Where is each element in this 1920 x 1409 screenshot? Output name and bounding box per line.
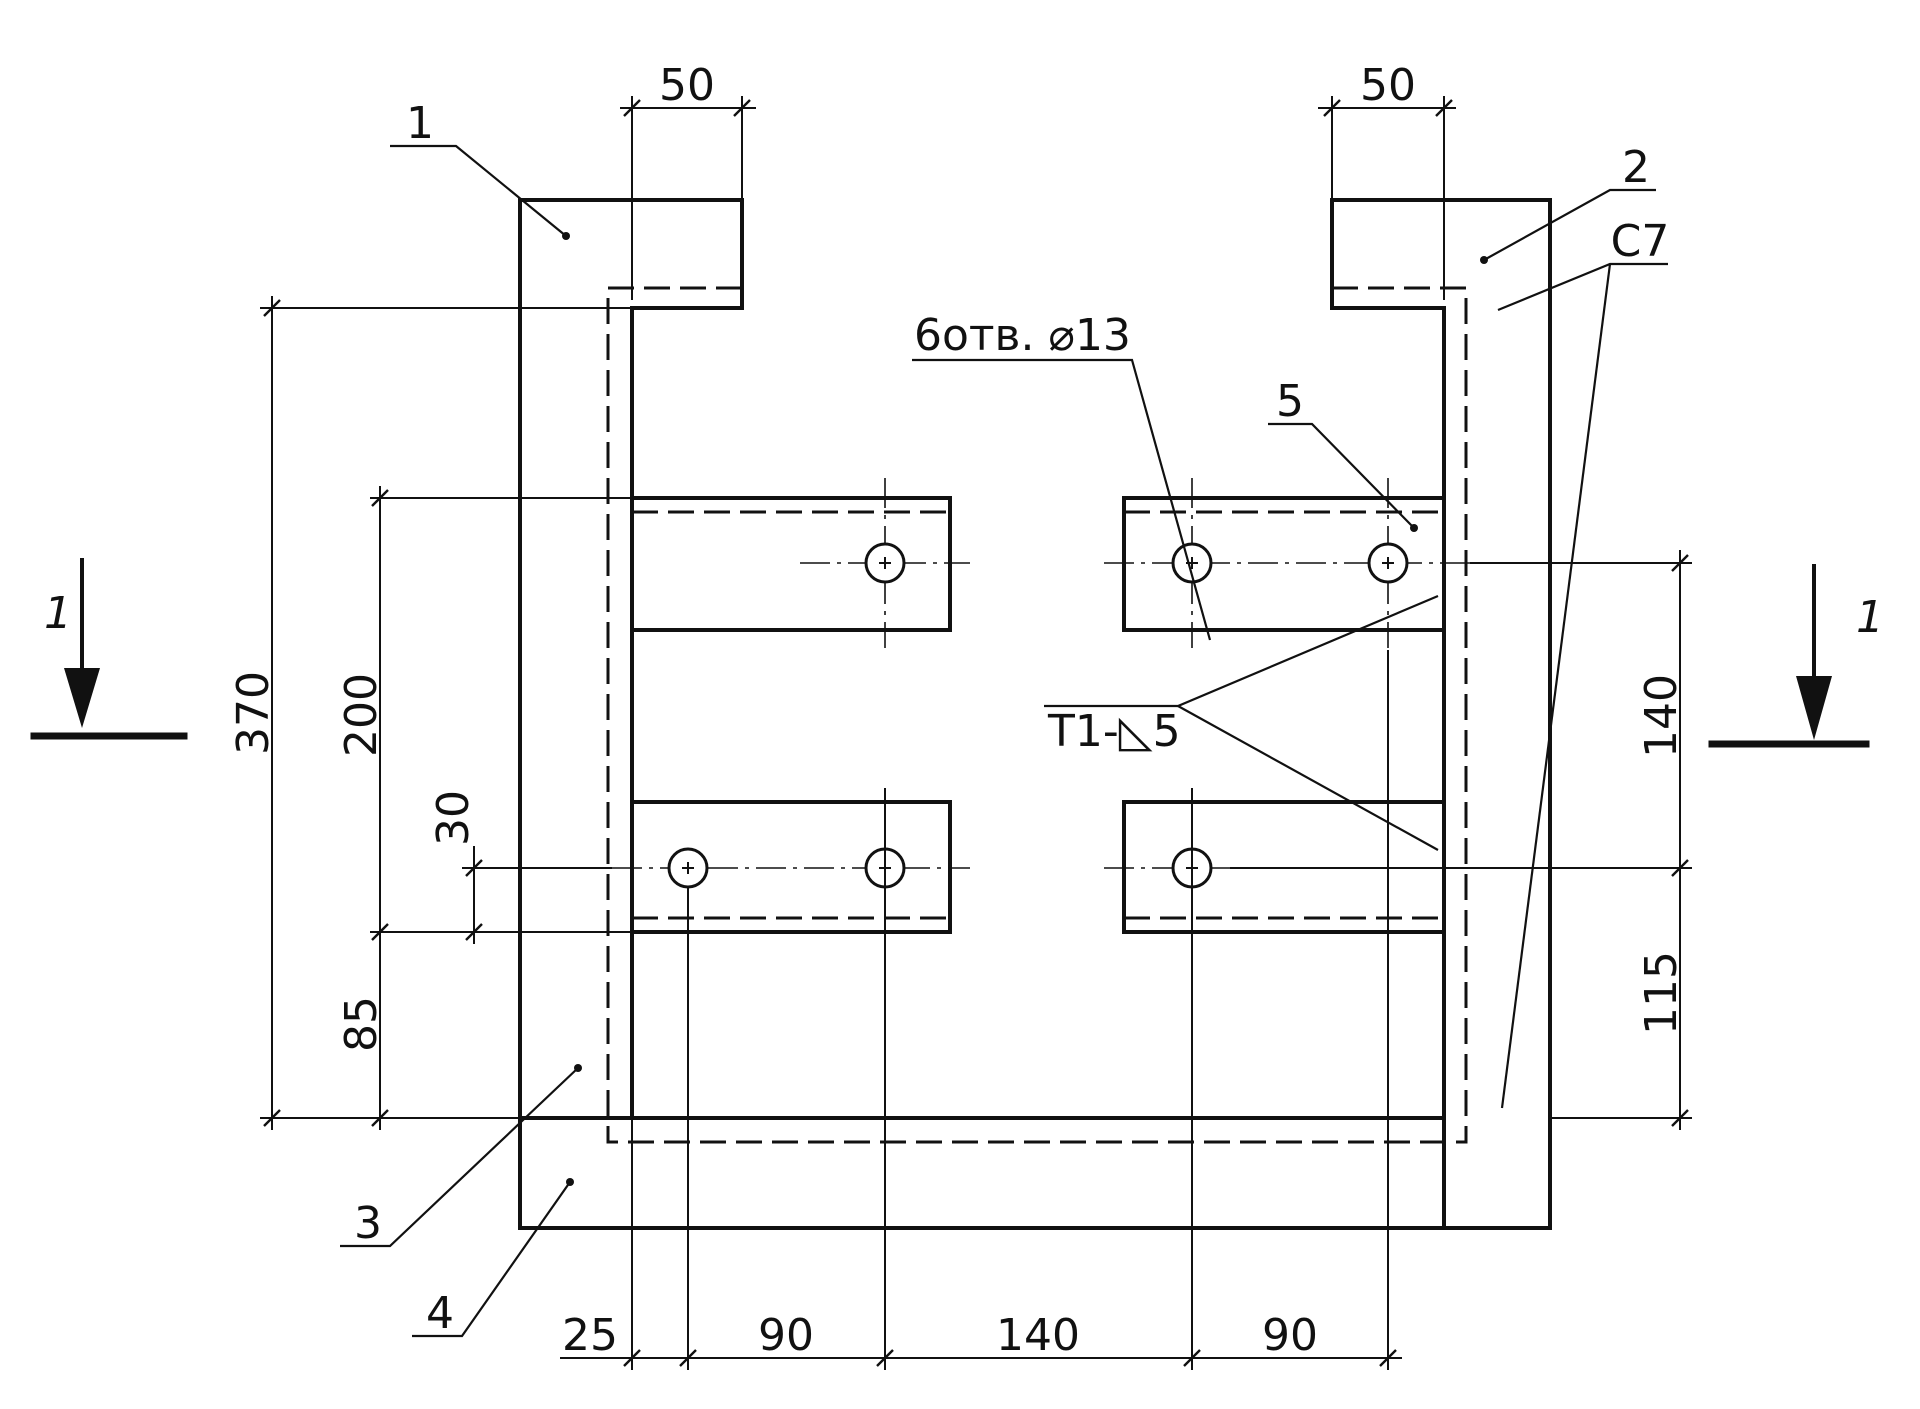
weld-side-note: С7	[1497, 216, 1670, 1109]
leader-part-3	[340, 1067, 579, 1248]
dim-bottom-25: 25	[562, 1310, 618, 1361]
holes	[667, 542, 1409, 889]
hole-callout: 6отв. ⌀13	[914, 310, 1131, 361]
dimension-left-vertical: 370 200 30 85	[228, 296, 632, 1130]
part-mark-1: 1	[406, 98, 434, 149]
hole-note: 6отв. ⌀13	[912, 310, 1212, 641]
leader-part-5	[1268, 422, 1415, 529]
dim-bottom-90-left: 90	[758, 1310, 814, 1361]
dimension-bottom-chain: 25 90 140 90	[560, 650, 1402, 1370]
part-1-left-flange	[518, 198, 744, 1120]
section-mark-left: 1	[30, 558, 188, 740]
hole-center-marks	[682, 557, 1394, 874]
leader-part-4	[412, 1181, 571, 1338]
dim-bottom-90-right: 90	[1262, 1310, 1318, 1361]
part-mark-4: 4	[426, 1288, 454, 1339]
section-label-left: 1	[44, 588, 72, 639]
dim-bottom-85: 85	[336, 996, 387, 1052]
part-4-base-plate	[518, 1116, 1446, 1230]
dim-overall-height: 370	[228, 671, 279, 755]
part-5-plate-bottom-left	[630, 800, 952, 934]
part-2-right-flange	[1330, 198, 1552, 1230]
part-marks: 1 2 5 3 4	[340, 98, 1656, 1339]
section-mark-right: 1	[1708, 564, 1884, 748]
part-mark-5: 5	[1276, 376, 1304, 427]
dim-bottom-140: 140	[996, 1310, 1080, 1361]
weld-callout-t1: Т1-◺5	[1047, 706, 1181, 757]
dim-right-flange-width: 50	[1360, 60, 1416, 111]
dim-right-115: 115	[1636, 951, 1687, 1035]
part-5-plate-top-right	[1122, 496, 1446, 632]
dimension-top-right: 50	[1318, 60, 1456, 300]
part-mark-3: 3	[354, 1198, 382, 1249]
dim-right-140: 140	[1636, 674, 1687, 758]
dim-left-flange-width: 50	[659, 60, 715, 111]
weld-fillet-note: Т1-◺5	[1044, 594, 1439, 851]
hidden-frame	[606, 286, 1468, 1144]
part-5-plate-top-left	[630, 496, 952, 632]
section-label-right: 1	[1856, 592, 1884, 643]
dim-plate-span: 200	[336, 673, 387, 757]
leader-part-2	[1483, 188, 1656, 261]
leader-part-1	[390, 144, 567, 237]
weld-callout-c7: С7	[1611, 216, 1670, 267]
dimension-top-left: 50	[620, 60, 756, 300]
part-mark-2: 2	[1622, 142, 1650, 193]
dim-edge-30: 30	[428, 790, 479, 846]
dimension-right-vertical: 140 115	[1230, 550, 1692, 1130]
hidden-lines	[606, 286, 1468, 1144]
center-lines	[612, 478, 1470, 869]
